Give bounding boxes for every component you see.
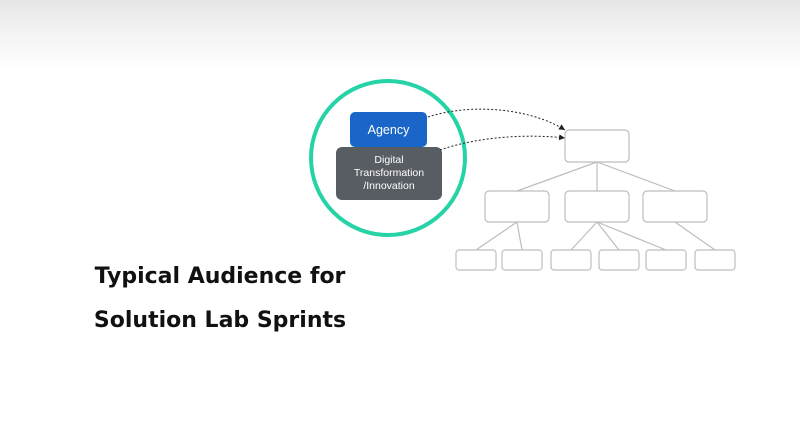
org-node-level3 <box>645 249 687 271</box>
slide-title: Typical Audience for Solution Lab Sprint… <box>40 255 400 343</box>
org-node-root <box>564 129 630 163</box>
org-node-level3 <box>501 249 543 271</box>
org-node-level2 <box>484 190 550 223</box>
connector-middle-c <box>596 221 667 251</box>
agency-box <box>350 112 427 147</box>
connector-left-b <box>516 221 523 251</box>
connector-root-right <box>596 161 676 192</box>
org-node-level3 <box>694 249 736 271</box>
digital-transformation-box <box>336 147 442 200</box>
highlight-ring <box>309 79 467 237</box>
digital-dashed-arrow <box>439 134 566 151</box>
slide-title-line2: Solution Lab Sprints <box>93 308 347 333</box>
connector-left-a <box>475 221 518 251</box>
org-node-level2 <box>642 190 708 223</box>
top-gradient-band <box>0 0 800 70</box>
connector-middle-b <box>596 221 620 251</box>
digital-transformation-label-line3: /Innovation <box>363 180 415 192</box>
org-node-level3 <box>455 249 497 271</box>
agency-dashed-arrow <box>427 108 566 131</box>
connector-right-a <box>674 221 716 251</box>
slide-title-line1: Typical Audience for <box>94 264 346 289</box>
org-node-level3 <box>598 249 640 271</box>
digital-transformation-label-line1: Digital <box>374 154 403 166</box>
connector-middle-a <box>570 221 598 251</box>
agency-label: Agency <box>368 123 410 137</box>
org-node-level3 <box>550 249 592 271</box>
digital-transformation-label-line2: Transformation <box>354 167 424 179</box>
connector-root-left <box>516 161 598 192</box>
org-node-level2 <box>564 190 630 223</box>
